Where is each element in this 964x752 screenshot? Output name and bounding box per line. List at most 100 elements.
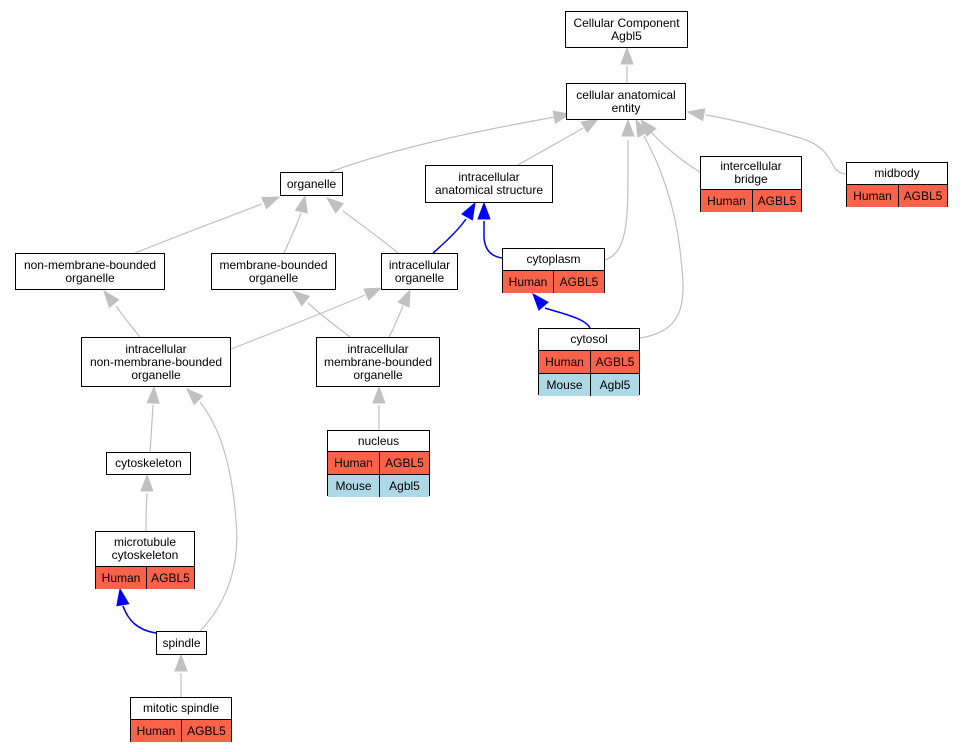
edge-cytoplasm-to-cellular-anatomical-entity — [604, 140, 629, 261]
edge-arrowhead — [532, 292, 549, 311]
edge-intracellular-anatomical-structure-to-cellular-anatomical-entity — [517, 127, 584, 166]
edge-arrowhead — [261, 196, 281, 210]
edge-arrowhead — [477, 201, 491, 220]
node-title: microtubule cytoskeleton — [96, 532, 194, 566]
edge-arrowhead — [621, 118, 635, 137]
edge-cytosol-to-cellular-anatomical-entity — [639, 135, 684, 339]
edge-arrowhead — [580, 118, 600, 134]
gene-row-mouse: Mouse Agbl5 — [539, 373, 639, 396]
edge-arrowhead — [397, 288, 411, 308]
node-non-membrane-bounded-organelle[interactable]: non-membrane-bounded organelle — [15, 253, 165, 290]
edge-arrowhead — [291, 290, 311, 307]
edge-arrowhead — [686, 108, 706, 122]
edge-arrowhead — [116, 587, 130, 607]
node-title: mitotic spindle — [131, 698, 231, 719]
edge-arrowhead — [185, 387, 204, 406]
node-label-line: membrane-bounded — [219, 257, 328, 272]
node-cytosol[interactable]: cytosol Human AGBL5 Mouse Agbl5 — [538, 328, 640, 396]
edge-arrowhead — [461, 201, 476, 221]
node-label-line: cytoskeleton — [115, 456, 182, 470]
node-label-line: cellular anatomical — [576, 87, 676, 102]
gene-row-human: Human AGBL5 — [539, 350, 639, 373]
node-label-line: organelle — [394, 270, 445, 285]
edge-arrowhead — [620, 46, 634, 65]
node-label-line: anatomical structure — [434, 183, 544, 197]
node-label-line: cytosol — [570, 332, 608, 346]
edge-arrowhead — [363, 287, 383, 301]
edge-midbody-to-cellular-anatomical-entity — [705, 114, 847, 175]
node-title: intercellular bridge — [701, 157, 801, 189]
species-cell: Human — [508, 275, 548, 289]
node-label-line: organelle — [65, 270, 115, 285]
node-title: cellular anatomical entity — [567, 84, 685, 119]
node-title: membrane-bounded organelle — [212, 254, 335, 289]
node-label-line: Agbl5 — [611, 28, 642, 43]
node-spindle[interactable]: spindle — [156, 631, 207, 655]
node-label-line: intracellular — [458, 170, 520, 184]
node-label-line: intracellular — [125, 341, 187, 356]
node-title: organelle — [281, 173, 342, 195]
gene-row-human: Human AGBL5 — [847, 184, 947, 207]
node-label-line: bridge — [734, 172, 768, 186]
node-nucleus[interactable]: nucleus Human AGBL5 Mouse Agbl5 — [327, 430, 430, 497]
node-organelle[interactable]: organelle — [280, 172, 343, 196]
node-cytoskeleton[interactable]: cytoskeleton — [106, 452, 191, 475]
node-label-line: cytoskeleton — [111, 548, 179, 562]
node-intracellular-non-membrane-bounded-organelle[interactable]: intracellular non-membrane-bounded organ… — [81, 337, 231, 387]
gene-row-human: Human AGBL5 — [131, 719, 231, 742]
node-title: intracellular non-membrane-bounded organ… — [82, 338, 230, 386]
gene-row-human: Human AGBL5 — [96, 566, 194, 589]
edge-organelle-to-cellular-anatomical-entity — [329, 116, 556, 173]
node-label-line: intracellular — [388, 257, 451, 272]
edge-intracellular-non-membrane-bounded-organelle-to-intracellular-organelle — [230, 294, 366, 350]
node-title: cytosol — [539, 329, 639, 350]
node-intracellular-organelle[interactable]: intracellular organelle — [381, 253, 458, 290]
node-intracellular-anatomical-structure[interactable]: intracellular anatomical structure — [425, 165, 553, 203]
gene-cell: Agbl5 — [379, 475, 429, 497]
edge-arrowhead — [103, 289, 120, 309]
edge-arrowhead — [325, 197, 345, 214]
edge-cytoskeleton-to-intracellular-non-membrane-bounded-organelle — [149, 404, 154, 453]
node-label-line: intracellular — [347, 341, 409, 356]
node-cellular-component[interactable]: Cellular Component Agbl5 — [565, 11, 688, 48]
edge-intercellular-bridge-to-cellular-anatomical-entity — [650, 131, 701, 173]
node-title: nucleus — [328, 431, 429, 451]
node-label-line: spindle — [162, 635, 201, 650]
node-intercellular-bridge[interactable]: intercellular bridge Human AGBL5 — [700, 156, 802, 212]
gene-row-human: Human AGBL5 — [503, 270, 604, 293]
node-cellular-anatomical-entity[interactable]: cellular anatomical entity — [566, 83, 686, 120]
species-cell: Human — [853, 189, 892, 203]
species-cell: Human — [707, 194, 746, 208]
edge-non-membrane-bounded-organelle-to-organelle — [134, 203, 263, 254]
edge-intracellular-non-membrane-bounded-organelle-to-non-membrane-bounded-organelle — [115, 305, 141, 338]
gene-cell: AGBL5 — [553, 271, 604, 293]
node-title: intracellular organelle — [382, 254, 457, 289]
node-label-line: membrane-bounded — [323, 354, 433, 369]
gene-row-human: Human AGBL5 — [701, 189, 801, 212]
node-label-line: mitotic spindle — [142, 701, 220, 715]
edge-intracellular-organelle-to-intracellular-anatomical-structure — [432, 218, 467, 254]
edge-membrane-bounded-organelle-to-organelle — [283, 212, 302, 254]
node-label-line: cytoplasm — [526, 252, 581, 266]
node-title: midbody — [847, 163, 947, 184]
node-label-line: organelle — [248, 270, 299, 285]
node-label-line: organelle — [131, 367, 181, 382]
node-intracellular-membrane-bounded-organelle[interactable]: intracellular membrane-bounded organelle — [316, 337, 440, 387]
edge-arrowhead — [146, 385, 160, 404]
species-cell: Human — [101, 571, 141, 585]
gene-cell: AGBL5 — [590, 351, 639, 373]
edge-arrowhead — [552, 110, 572, 124]
node-cytoplasm[interactable]: cytoplasm Human AGBL5 — [502, 248, 605, 293]
node-title: cytoplasm — [503, 249, 604, 270]
species-cell: Human — [334, 456, 373, 470]
node-label-line: non-membrane-bounded — [89, 354, 223, 369]
node-membrane-bounded-organelle[interactable]: membrane-bounded organelle — [211, 253, 336, 290]
edge-spindle-to-intracellular-non-membrane-bounded-organelle — [199, 401, 238, 632]
node-midbody[interactable]: midbody Human AGBL5 — [846, 162, 948, 207]
node-microtubule-cytoskeleton[interactable]: microtubule cytoskeleton Human AGBL5 — [95, 531, 195, 589]
node-mitotic-spindle[interactable]: mitotic spindle Human AGBL5 — [130, 697, 232, 742]
node-label-line: Cellular Component — [573, 15, 680, 30]
node-title: intracellular anatomical structure — [426, 166, 552, 202]
gene-cell: AGBL5 — [181, 720, 231, 742]
